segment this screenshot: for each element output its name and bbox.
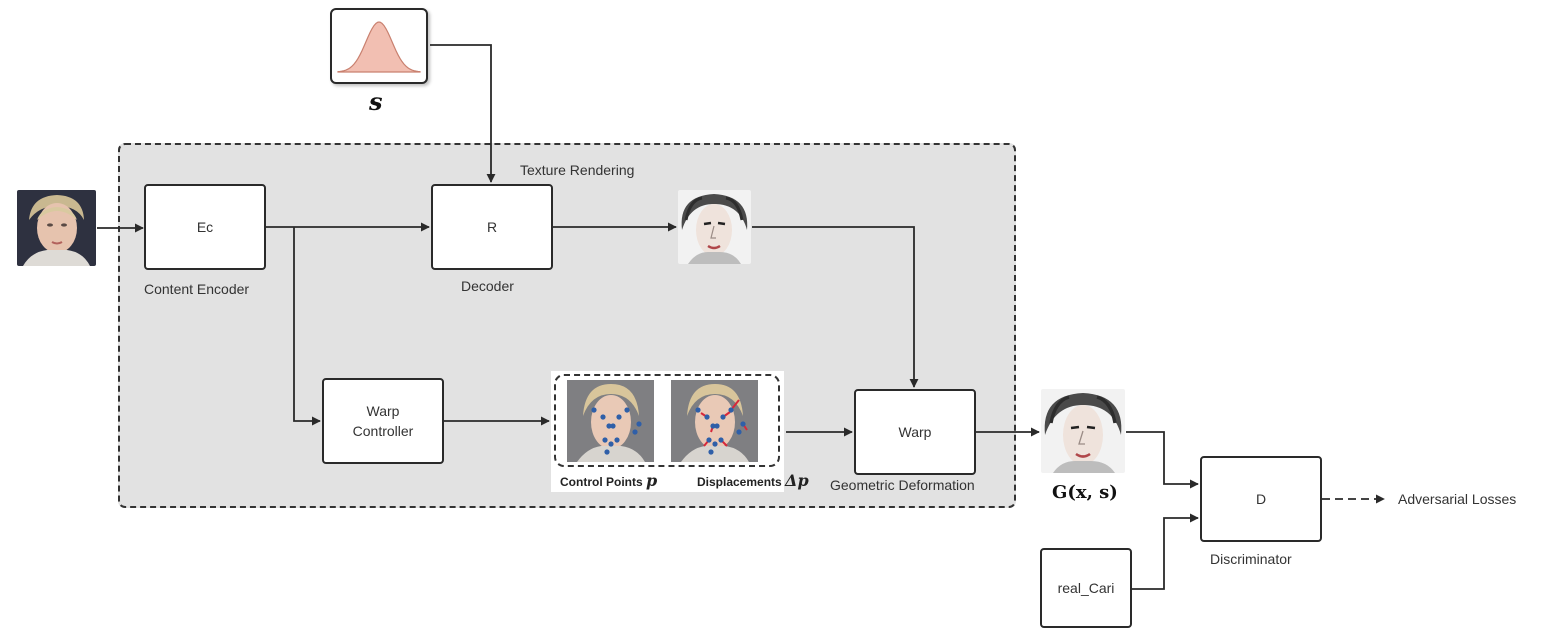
style-code-label: s — [369, 87, 383, 116]
discriminator-box: D — [1200, 456, 1322, 542]
control-point-markers — [591, 407, 642, 455]
rendered-texture-image — [678, 190, 751, 264]
real-caricature-label: real_Cari — [1057, 580, 1115, 596]
decoder-box: R — [431, 184, 553, 270]
control-points-frame — [554, 374, 780, 467]
style-distribution-box — [330, 8, 428, 84]
displacements-label: Displacements — [697, 475, 782, 489]
input-face-image — [17, 190, 96, 266]
warp-box: Warp — [854, 389, 976, 475]
control-points-label: Control Points — [560, 475, 643, 489]
arrow-style-to-decoder — [430, 44, 496, 183]
control-points-symbol: p — [646, 471, 658, 490]
discriminator-symbol: D — [1255, 491, 1267, 507]
content-encoder-box: Ec — [144, 184, 266, 270]
portrait-photo-icon — [17, 190, 96, 266]
control-points-face-image — [567, 380, 654, 462]
warp-symbol: Warp — [898, 424, 932, 440]
real-caricature-box: real_Cari — [1040, 548, 1132, 628]
content-encoder-caption: Content Encoder — [144, 281, 250, 297]
decoder-symbol: R — [486, 219, 498, 235]
warp-controller-box: Warp Controller — [322, 378, 444, 464]
caricature-portrait-icon — [1041, 389, 1125, 473]
gaussian-curve-icon — [337, 21, 421, 73]
arrow-encoder-to-warp-controller — [293, 227, 321, 426]
warp-controller-label-line2: Controller — [352, 423, 414, 439]
geometric-deformation-caption: Geometric Deformation — [830, 477, 975, 493]
arrow-real-to-discriminator — [1132, 513, 1199, 590]
discriminator-caption: Discriminator — [1210, 551, 1292, 567]
displacement-markers — [695, 407, 746, 455]
displacements-caption: Displacements Δp — [697, 471, 809, 490]
decoder-caption: Decoder — [461, 278, 514, 294]
displacements-face-image — [671, 380, 758, 462]
control-points-caption: Control Points p — [560, 471, 657, 490]
arrow-texture-to-warp — [752, 226, 919, 388]
caricature-portrait-icon — [678, 190, 751, 264]
adversarial-losses-label: Adversarial Losses — [1398, 491, 1517, 507]
warp-controller-label-line1: Warp — [366, 403, 400, 419]
generated-caricature-image — [1041, 389, 1125, 473]
region-title: Texture Rendering — [520, 162, 635, 178]
content-encoder-symbol: Ec — [196, 219, 214, 235]
displacements-symbol: Δp — [785, 471, 809, 490]
arrow-output-to-discriminator — [1126, 431, 1199, 489]
control-points-panel: Control Points p Displacements Δp — [551, 371, 809, 492]
generated-output-label: G(x, s) — [1052, 482, 1118, 503]
